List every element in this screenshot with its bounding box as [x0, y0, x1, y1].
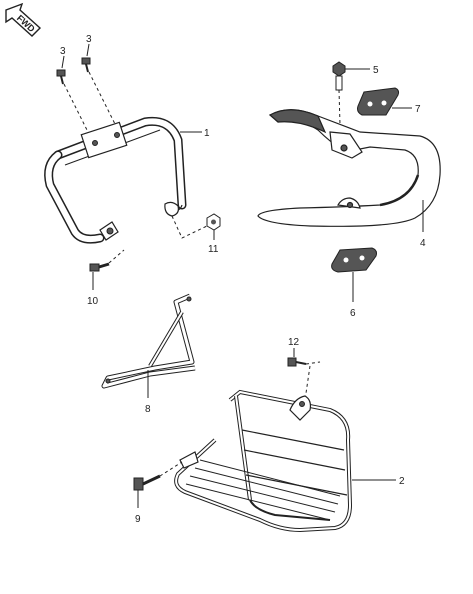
part-label-2: 2 [399, 476, 405, 487]
fwd-arrow-icon: FWD [5, 2, 42, 37]
leader-11-dashed [171, 215, 208, 239]
part-label-3b: 3 [86, 34, 92, 45]
screw-3a-icon [56, 69, 66, 85]
leader-3a-dashed [63, 83, 93, 141]
leader-3b [86, 43, 90, 57]
part-label-7: 7 [415, 104, 421, 115]
pad-plate-7 [357, 87, 400, 116]
part-label-4: 4 [420, 238, 426, 249]
nut-11-icon [206, 213, 221, 231]
rear-rail-bracket [257, 109, 441, 227]
part-label-1: 1 [204, 128, 210, 139]
pad-plate-6 [331, 247, 377, 273]
part-label-11: 11 [208, 244, 219, 255]
part-label-12: 12 [288, 337, 300, 348]
leader-10-dashed [108, 249, 125, 264]
screw-12-icon [287, 357, 307, 367]
luggage-rack-2 [174, 389, 353, 533]
crash-bar-frame [44, 116, 187, 244]
part-label-3a: 3 [60, 46, 66, 57]
screw-3b-icon [81, 57, 91, 73]
leader-12-dashed-b [304, 365, 311, 401]
bolt-9-icon [133, 474, 161, 491]
leader-5-dashed [338, 89, 341, 126]
leader-3b-dashed [88, 71, 119, 131]
part-label-8: 8 [145, 404, 151, 415]
bracket-stay-8 [101, 293, 196, 389]
bolt-10-icon [89, 262, 110, 272]
part-label-9: 9 [135, 514, 141, 525]
bolt-5-icon [332, 61, 346, 91]
leader-3a [61, 55, 65, 69]
part-label-5: 5 [373, 65, 379, 76]
leader-9-dashed [159, 461, 183, 477]
part-label-10: 10 [87, 296, 99, 307]
part-label-6: 6 [350, 308, 356, 319]
leader-12-dashed-a [305, 361, 321, 365]
